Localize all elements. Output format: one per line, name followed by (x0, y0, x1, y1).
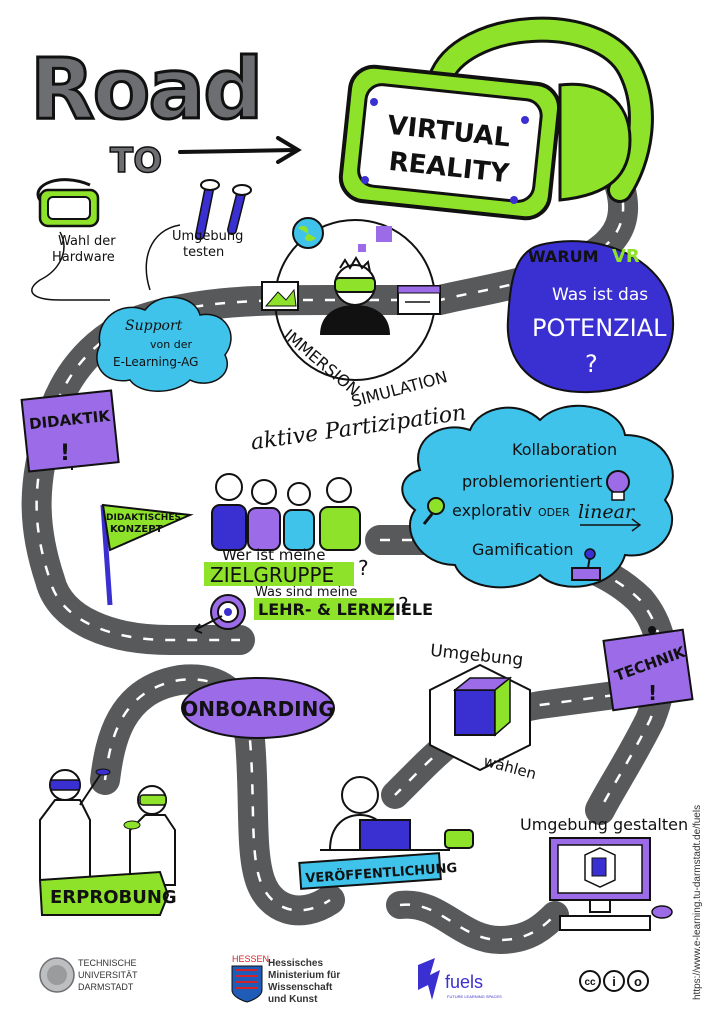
lernziele-label: LEHR- & LERNZIELE (258, 600, 433, 619)
target-question-1: Wer ist meine (222, 546, 326, 564)
tu-line-3: DARMSTADT (78, 982, 134, 992)
magnifier-icon (422, 497, 445, 525)
cloud-item-4: ODER (538, 506, 570, 519)
by-mark: i (612, 974, 616, 989)
hardware-label-2: Hardware (52, 250, 115, 265)
ministry-line-2: Ministerium für (268, 970, 340, 981)
didaktik-sign (20, 389, 120, 473)
cloud-item-6: Gamification (472, 540, 574, 559)
didaktik-mark: ! (60, 441, 70, 466)
hardware-label-1: Wahl der (58, 234, 116, 249)
concept-flag-icon (100, 503, 194, 606)
controllers-icon (195, 179, 252, 240)
sa-mark: o (634, 974, 642, 989)
technik-sign (602, 626, 694, 712)
avatar-body (320, 305, 390, 335)
hardware-connector (31, 231, 110, 301)
hessen-crest-icon (231, 965, 263, 1003)
support-cloud (96, 296, 232, 392)
headset-small-icon (444, 829, 474, 849)
env-cube-icon (429, 663, 531, 772)
tu-line-1: TECHNISCHE (78, 958, 137, 968)
footer-url[interactable]: https://www.e-learning.tu-darmstadt.de/f… (692, 805, 703, 1000)
cloud-item-1: Kollaboration (512, 440, 617, 459)
methods-cloud (401, 404, 674, 589)
env-test-label-2: testen (183, 245, 224, 260)
fuels-logo-icon (418, 958, 440, 1000)
design-env-label: Umgebung gestalten (520, 815, 688, 834)
title-road-text: Road (30, 40, 261, 138)
linear-arrow-icon (580, 518, 642, 532)
publish-banner (298, 852, 442, 890)
tu-line-2: UNIVERSITÄT (78, 970, 138, 980)
zielgruppe-mark: ? (358, 556, 369, 580)
choose-env-bottom: wählen (482, 752, 539, 783)
vr-headset-icon (338, 16, 654, 221)
target-group-people (211, 473, 361, 551)
monitor-icon (549, 837, 673, 931)
publisher-illustration (320, 776, 474, 851)
support-label-2: von der (150, 338, 192, 351)
zielgruppe-label: ZIELGRUPPE (210, 563, 334, 587)
support-label-1: Support (125, 318, 183, 334)
target-icon (194, 594, 246, 634)
cc-license-icon (579, 970, 649, 992)
support-label-3: E-Learning-AG (113, 355, 198, 369)
concept-label-1: DIDAKTISCHES (106, 513, 181, 523)
potential-label: POTENZIAL (532, 314, 667, 342)
onboarding-bubble (181, 677, 335, 739)
cloud-item-5: linear (578, 501, 636, 523)
vr-label: VR (612, 246, 640, 267)
warum-vr-blob (506, 240, 675, 394)
ministry-line-1: Hessisches (268, 958, 323, 969)
cloud-item-3: explorativ (452, 501, 532, 520)
purple-cube-icon (376, 226, 392, 242)
fuels-label: fuels (445, 972, 483, 992)
env-test-connector (145, 224, 181, 291)
ministry-line-3: Wissenschaft (268, 982, 333, 993)
fuels-sub-label: FUTURE LEARNING SPACES (447, 994, 502, 999)
technik-mark: ! (648, 681, 657, 705)
keyboard-icon (559, 915, 651, 931)
cc-mark: cc (584, 977, 596, 988)
zielgruppe-highlight (204, 562, 354, 586)
immersion-label: IMMERSION (280, 325, 363, 399)
warum-label: WARUM (528, 247, 599, 266)
small-headset-icon (36, 178, 100, 228)
title-to-text: TO (110, 141, 162, 181)
question-label: Was ist das (552, 285, 648, 305)
lernziele-highlight (254, 598, 394, 620)
arrow-right-icon (178, 136, 302, 164)
env-test-label-1: Umgebung (172, 229, 243, 244)
testers-illustration (39, 768, 176, 886)
onboarding-label: ONBOARDING (181, 697, 335, 721)
concept-label-2: KONZEPT (110, 524, 163, 535)
potential-mark: ? (585, 350, 598, 378)
title-road: Road (29, 39, 265, 140)
globe-icon (292, 217, 324, 249)
hessen-label: HESSEN (232, 954, 269, 964)
lightbulb-icon (606, 470, 630, 501)
joystick-icon (571, 548, 601, 581)
tu-seal-icon (39, 957, 75, 993)
lernziele-mark: ? (398, 593, 409, 617)
target-question-2: Was sind meine (255, 585, 357, 600)
mouse-icon (651, 905, 673, 919)
ministry-line-4: und Kunst (268, 994, 318, 1005)
erprobung-banner (38, 870, 170, 916)
immersion-circle (261, 217, 441, 381)
cloud-item-2: problemorientiert (462, 472, 602, 491)
erprobung-label: ERPROBUNG (50, 887, 177, 908)
